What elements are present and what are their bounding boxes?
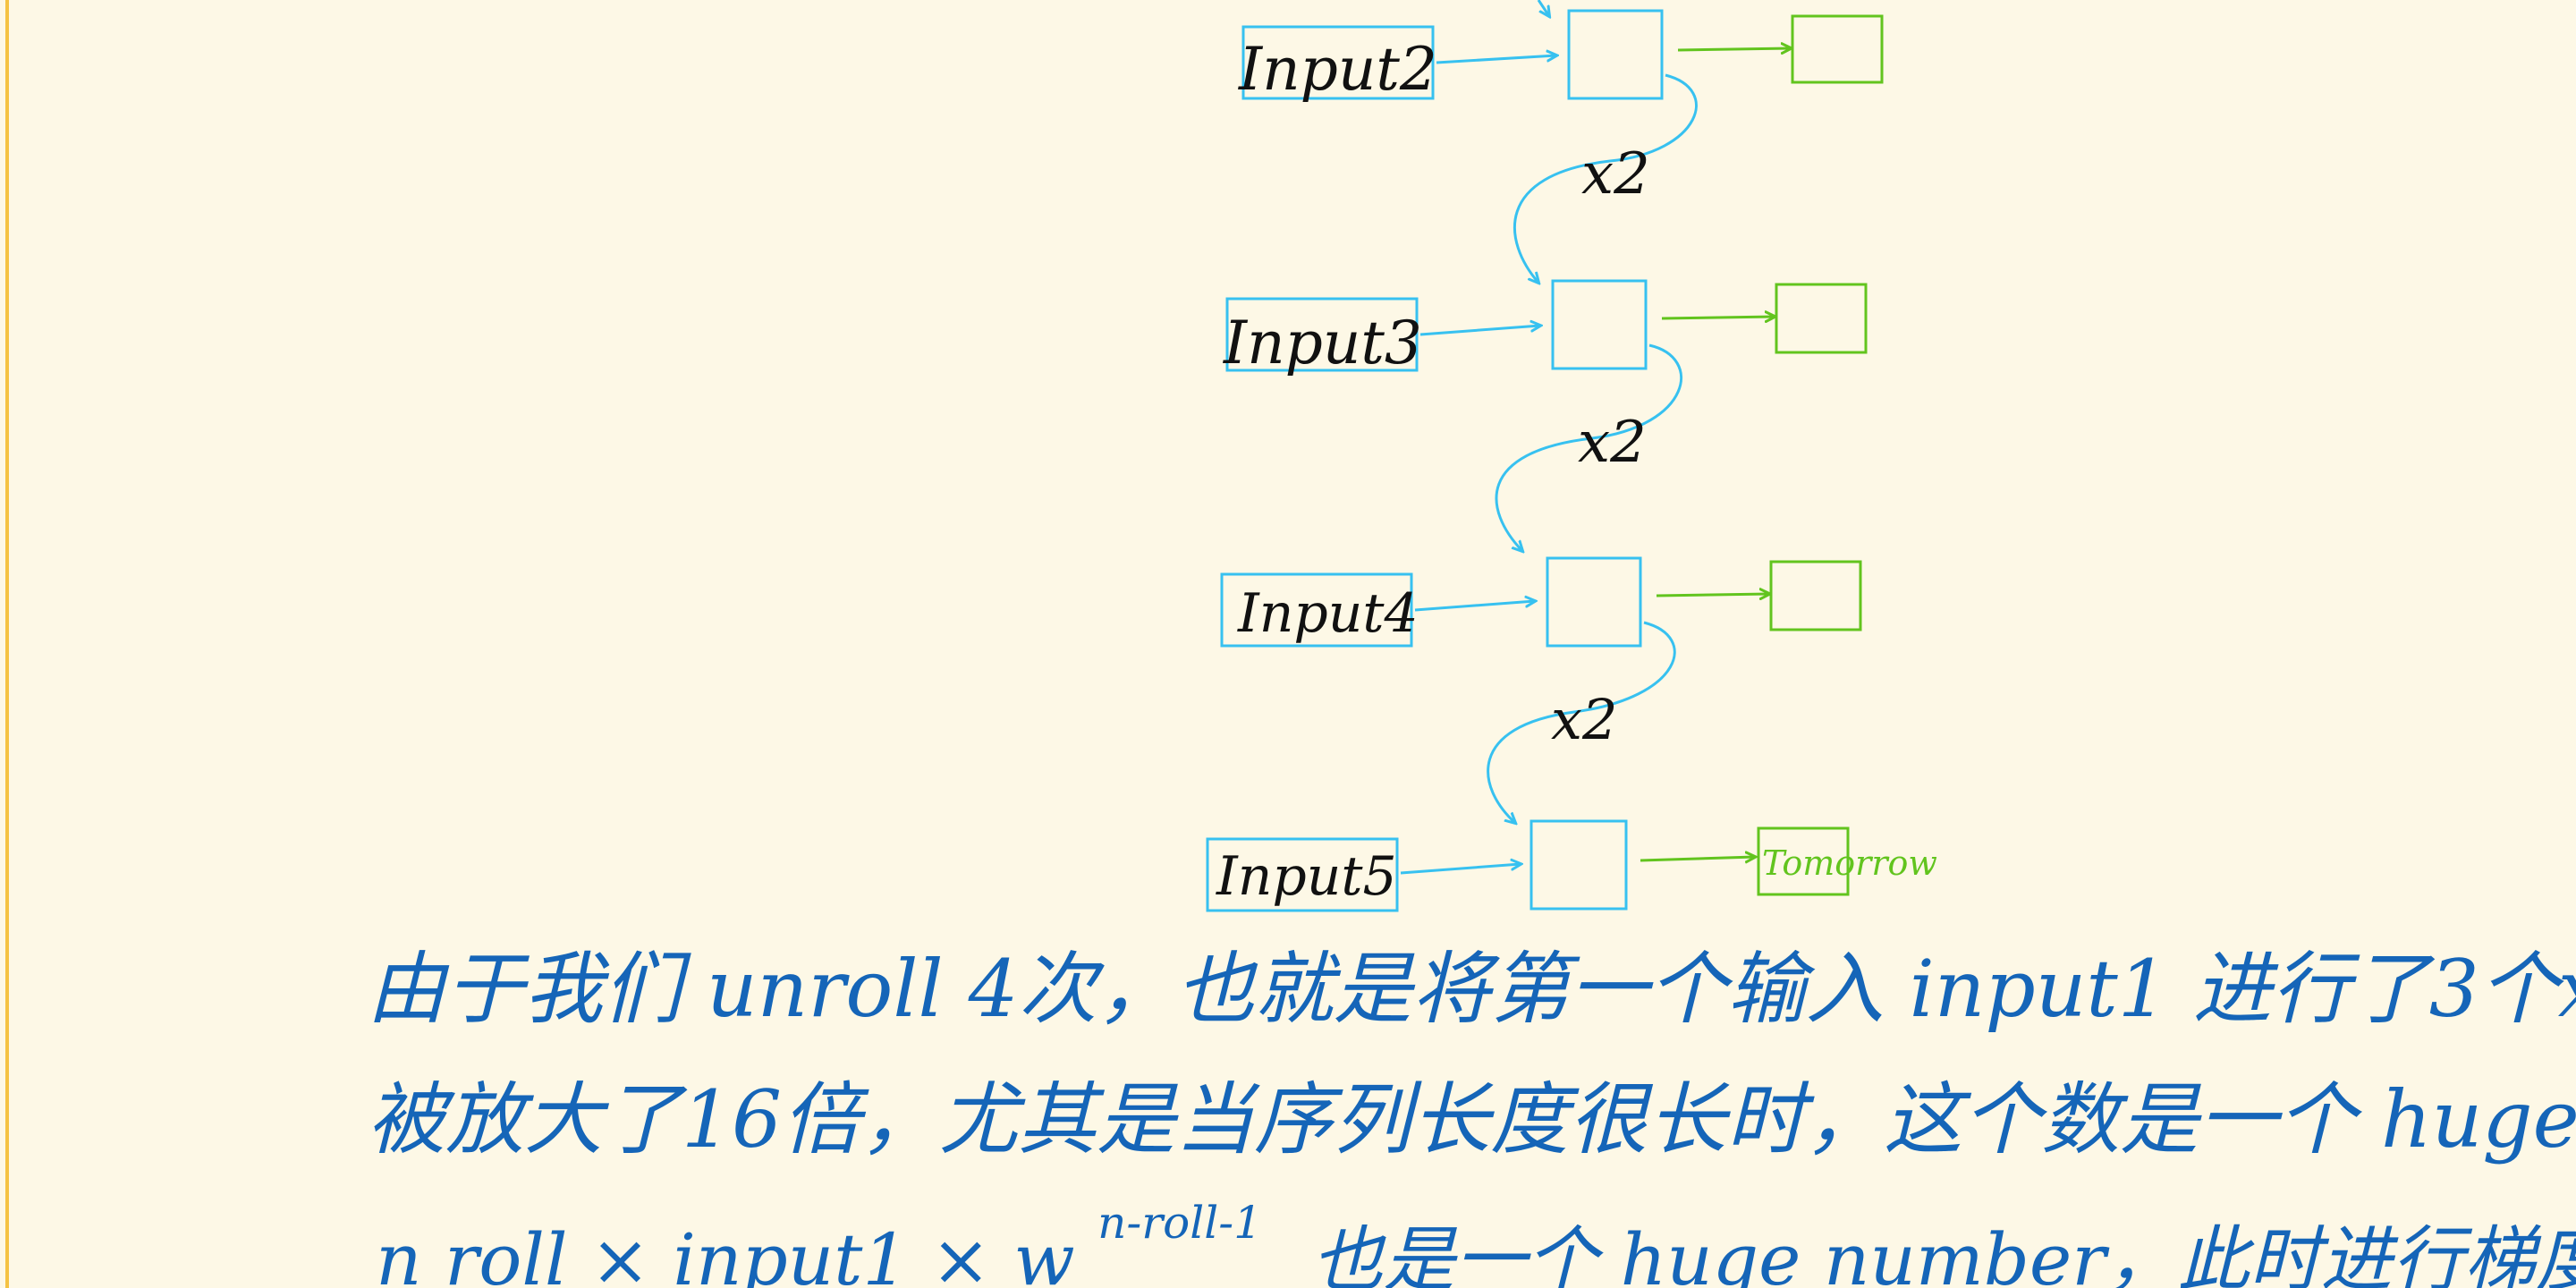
hidden-cell [1567,9,1664,100]
rnn-row-1: Input2 [1238,9,1884,104]
input-arrow [1414,601,1535,612]
recurrent-label-1: x2 [1581,141,1650,208]
output-arrow [1656,594,1769,596]
rnn-row-2: Input3 [1223,279,1868,377]
recurrent-arrow-in-top [1537,0,1549,16]
recurrent-label-3: x2 [1551,687,1617,752]
note-line-3-tail: 也是一个 huge number，此时进行梯度下降 [1311,1218,2576,1288]
output-box [1757,826,1850,896]
output-arrow [1640,857,1755,860]
input-arrow [1419,326,1540,336]
recurrent-loop-3 [1487,621,1676,823]
input-label: Input2 [1238,35,1437,104]
output-box [1775,283,1868,354]
note-line-3-main: n roll × input1 × w [376,1218,1075,1288]
output-arrow [1677,48,1791,50]
input-box [1225,297,1419,372]
recurrent-loop-1 [1513,73,1698,283]
note-line-3: n roll × input1 × w n-roll-1 也是一个 huge n… [376,1172,2576,1288]
output-box [1791,14,1884,84]
note-line-3-superscript: n-roll-1 [1097,1197,1262,1249]
output-label: Tomorrow [1762,843,1937,883]
note-line-2: 被放大了16倍，尤其是当序列长度很长时，这个数是一个 huge nu [367,1073,2576,1165]
input-box [1206,837,1399,912]
input-label: Input3 [1223,309,1422,377]
input-box [1220,572,1413,648]
input-label: Input5 [1216,845,1397,908]
input-label: Input4 [1237,582,1419,645]
input-arrow [1436,55,1556,64]
output-arrow [1661,317,1775,318]
recurrent-loop-2 [1495,343,1683,551]
hidden-cell [1551,279,1648,370]
output-box [1769,560,1862,631]
rnn-row-3: Input4 [1220,556,1862,648]
hidden-cell [1546,556,1642,648]
hidden-cell [1530,819,1628,911]
note-line-1: 由于我们 unroll 4次，也就是将第一个输入 input1 进行了3个x2 … [367,943,2576,1035]
recurrent-label-2: x2 [1578,410,1647,476]
input-arrow [1400,864,1521,875]
rnn-row-4: Input5 Tomorrow [1206,819,1937,912]
input-box [1241,25,1435,100]
